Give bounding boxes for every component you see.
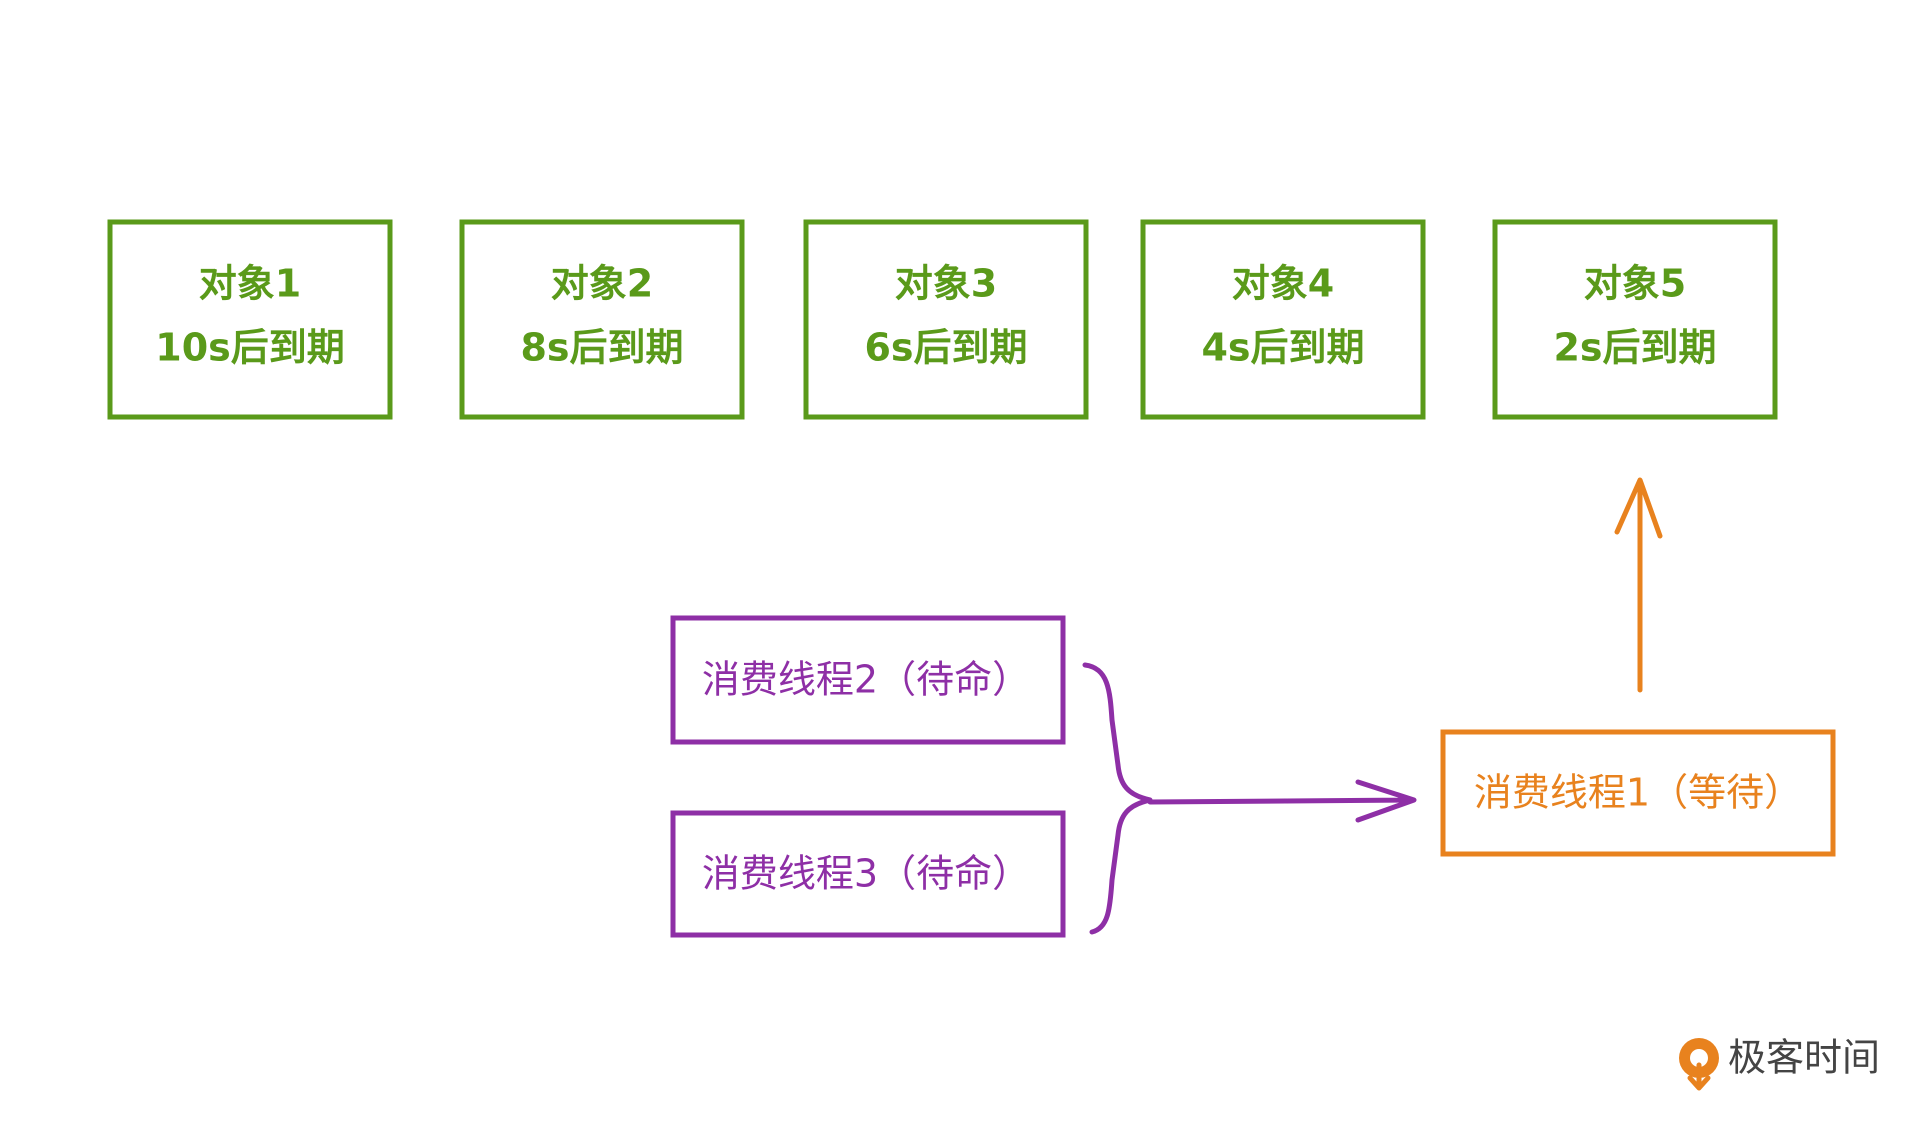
object-expiry: 10s后到期 — [155, 326, 345, 370]
object-expiry: 6s后到期 — [864, 326, 1027, 370]
thread-label: 消费线程3（待命） — [702, 852, 1030, 896]
object-expiry: 8s后到期 — [520, 326, 683, 370]
object-box-4: 对象4 4s后到期 — [1140, 219, 1426, 420]
thread-label: 消费线程1（等待） — [1474, 771, 1802, 815]
object-box-3: 对象3 6s后到期 — [803, 219, 1089, 420]
thread-label: 消费线程2（待命） — [702, 658, 1030, 702]
geektime-logo-icon — [1679, 1038, 1719, 1091]
active-thread-box: 消费线程1（等待） — [1440, 729, 1836, 857]
handoff-arrow — [1147, 779, 1417, 823]
object-box-1: 对象1 10s后到期 — [107, 219, 393, 420]
object-name: 对象1 — [199, 262, 301, 306]
object-name: 对象5 — [1584, 262, 1686, 306]
object-box-2: 对象2 8s后到期 — [459, 219, 745, 420]
object-name: 对象2 — [551, 262, 653, 306]
object-name: 对象3 — [895, 262, 997, 306]
geektime-logo: 极客时间 — [1679, 1036, 1880, 1091]
brace-connector — [1082, 662, 1153, 935]
logo-text: 极客时间 — [1728, 1036, 1880, 1080]
object-name: 对象4 — [1232, 262, 1334, 306]
wait-arrow — [1614, 477, 1663, 693]
standby-thread-box-3: 消费线程3（待命） — [670, 810, 1066, 938]
object-expiry: 4s后到期 — [1201, 326, 1364, 370]
object-expiry: 2s后到期 — [1553, 326, 1716, 370]
object-box-5: 对象5 2s后到期 — [1492, 219, 1778, 420]
standby-thread-box-2: 消费线程2（待命） — [670, 615, 1066, 745]
